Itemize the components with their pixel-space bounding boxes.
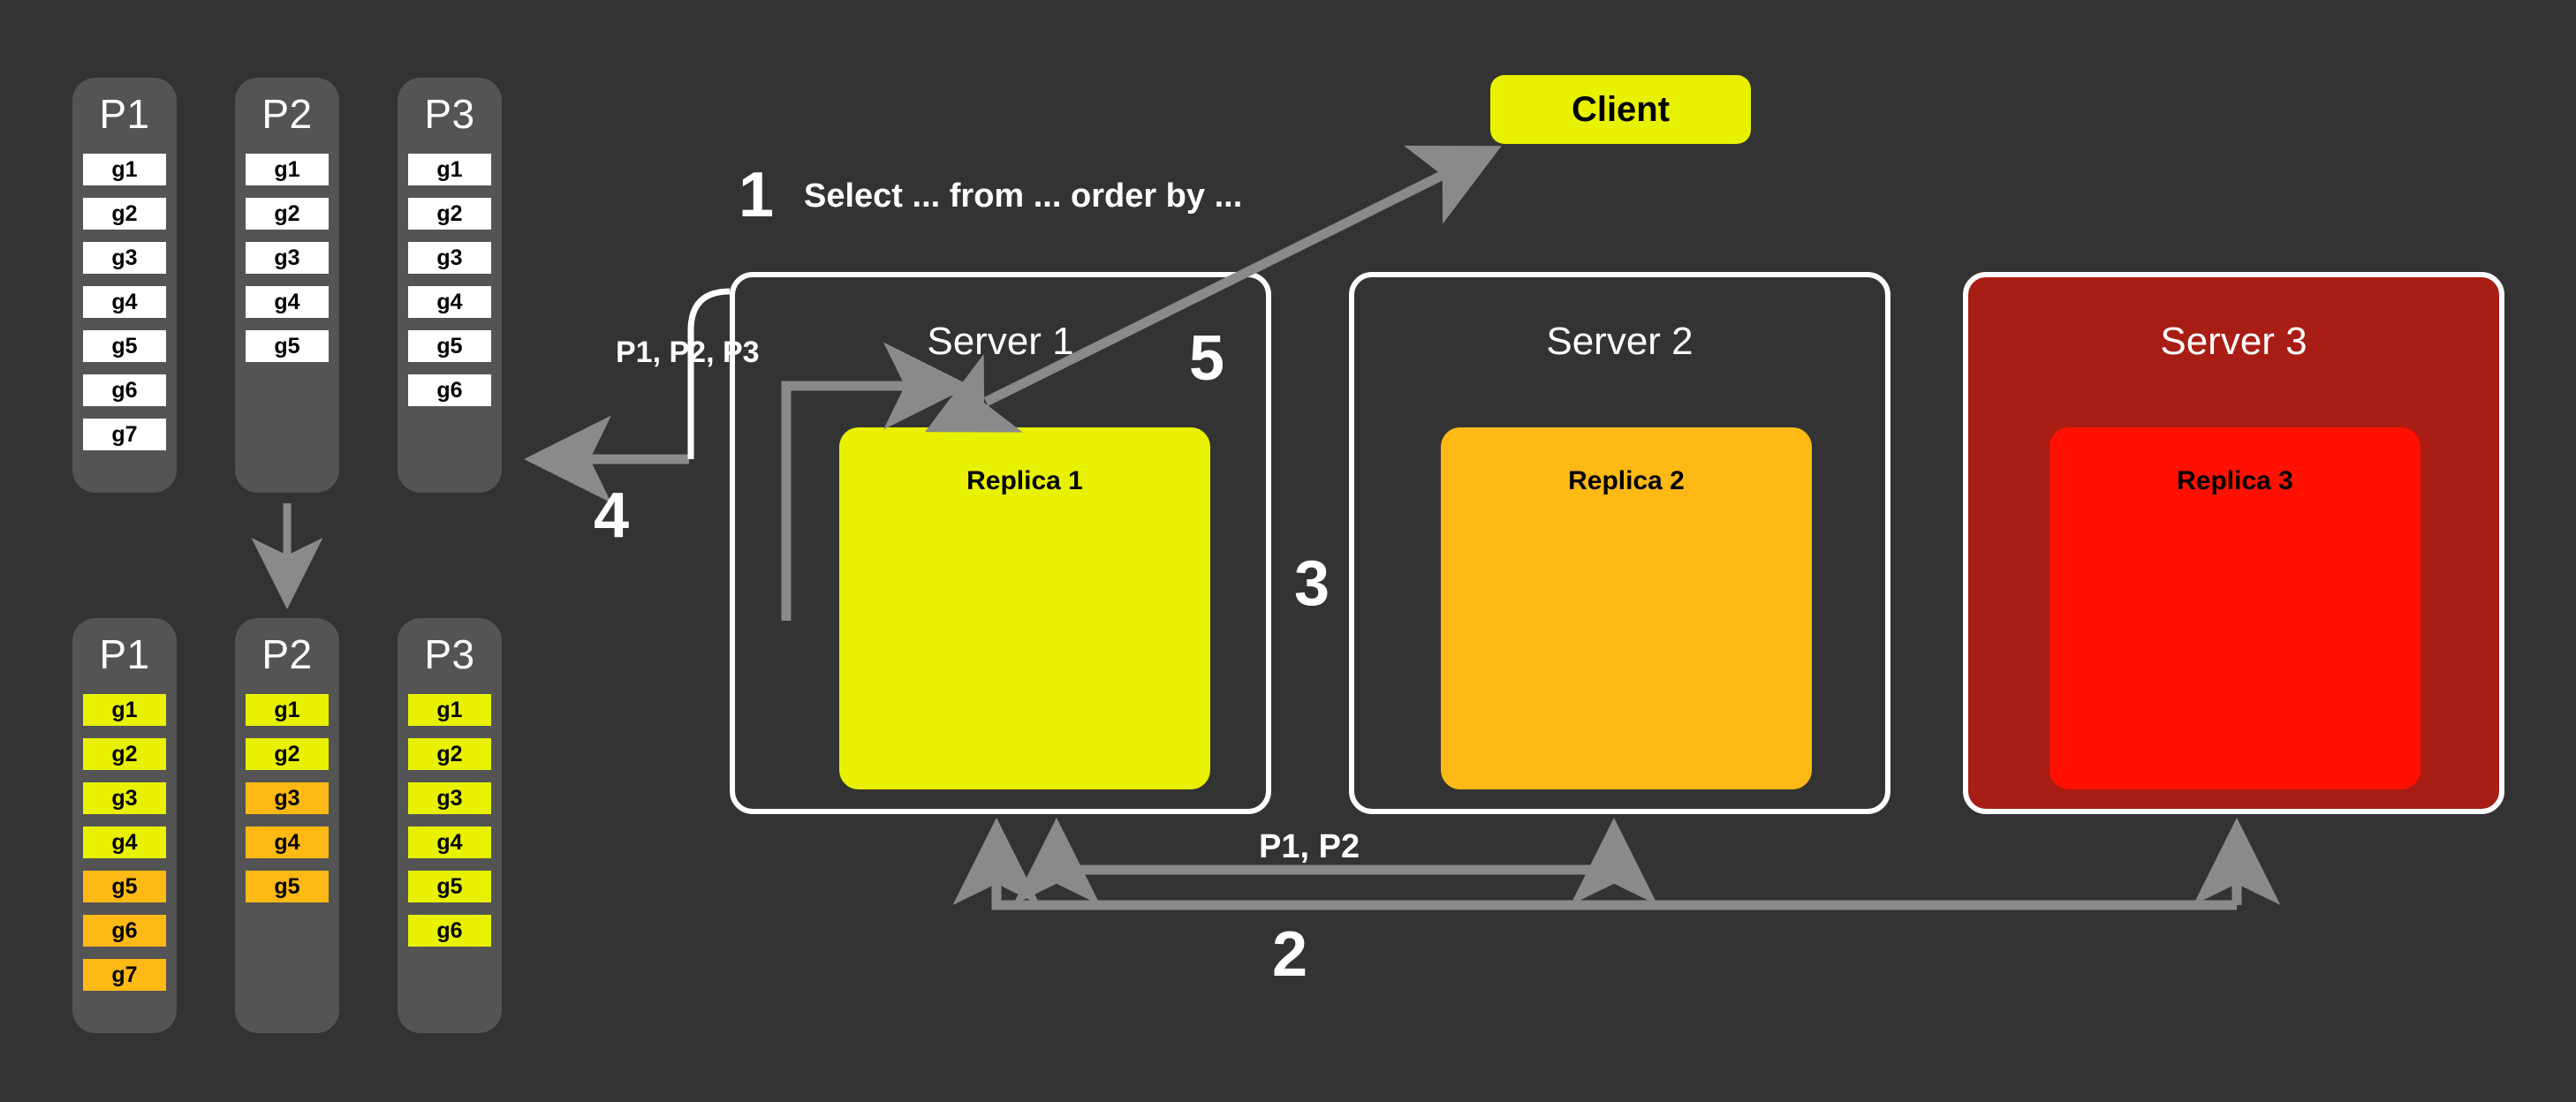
client-box[interactable]: Client [1490, 75, 1751, 144]
partition-cell: g2 [408, 738, 491, 770]
partition-cell: g7 [83, 419, 166, 450]
partition-bottom-p2: P2 g1 g2 g3 g4 g5 [235, 618, 339, 1033]
partition-cell: g2 [246, 738, 329, 770]
partition-title: P1 [99, 91, 150, 137]
server-title: Server 2 [1546, 320, 1693, 363]
replica-1-box[interactable]: Replica 1 [839, 427, 1210, 789]
partition-cell: g3 [83, 242, 166, 274]
replica-3-box[interactable]: Replica 3 [2049, 427, 2421, 789]
server-2-box[interactable]: Server 2 Replica 2 [1349, 272, 1890, 814]
partition-cell: g5 [83, 871, 166, 902]
partition-cell: g2 [246, 198, 329, 230]
partition-cell: g2 [83, 198, 166, 230]
partition-cell: g1 [246, 154, 329, 185]
partition-cell: g3 [408, 782, 491, 814]
partition-cell: g6 [83, 915, 166, 947]
query-label: Select ... from ... order by ... [804, 177, 1243, 215]
partition-cell: g3 [246, 242, 329, 274]
replica-label: Replica 2 [1568, 466, 1685, 495]
partition-cell: g4 [83, 826, 166, 858]
client-label: Client [1571, 89, 1671, 129]
partitions-all-label: P1, P2, P3 [616, 336, 760, 369]
partitions-remote-label: P1, P2 [1259, 828, 1360, 865]
partition-cell: g1 [408, 694, 491, 726]
replica-label: Replica 1 [966, 466, 1083, 495]
cell-stack: g1 g2 g3 g4 g5 g6 g7 [83, 694, 166, 1003]
cell-stack: g1 g2 g3 g4 g5 g6 g7 [83, 154, 166, 463]
arrow-partitions-feed-line [687, 288, 731, 459]
server-title: Server 3 [2160, 320, 2307, 363]
replica-2-box[interactable]: Replica 2 [1441, 427, 1812, 789]
partition-cell: g2 [83, 738, 166, 770]
cell-stack: g1 g2 g3 g4 g5 g6 [408, 154, 491, 419]
server-title: Server 1 [927, 320, 1074, 363]
partition-cell: g6 [83, 374, 166, 406]
step-number-5: 5 [1189, 323, 1225, 394]
partition-cell: g5 [83, 330, 166, 362]
partition-title: P2 [261, 91, 313, 137]
partition-cell: g2 [408, 198, 491, 230]
partition-cell: g4 [408, 286, 491, 318]
step-number-4: 4 [594, 480, 630, 551]
partition-title: P3 [424, 631, 475, 677]
partition-cell: g1 [408, 154, 491, 185]
partition-top-p2: P2 g1 g2 g3 g4 g5 [235, 78, 339, 493]
cell-stack: g1 g2 g3 g4 g5 [246, 154, 329, 374]
partition-cell: g5 [246, 871, 329, 902]
step-number-3: 3 [1294, 548, 1330, 619]
partition-cell: g5 [408, 871, 491, 902]
partition-bottom-p3: P3 g1 g2 g3 g4 g5 g6 [398, 618, 502, 1033]
partition-cell: g1 [246, 694, 329, 726]
partition-cell: g3 [246, 782, 329, 814]
replica-label: Replica 3 [2177, 466, 2293, 495]
partition-top-p3: P3 g1 g2 g3 g4 g5 g6 [398, 78, 502, 493]
partition-cell: g4 [246, 826, 329, 858]
arrow-server3-to-server1 [952, 818, 2237, 910]
partition-bottom-p1: P1 g1 g2 g3 g4 g5 g6 g7 [72, 618, 177, 1033]
partition-title: P1 [99, 631, 150, 677]
partition-cell: g3 [83, 782, 166, 814]
cell-stack: g1 g2 g3 g4 g5 [246, 694, 329, 915]
partition-cell: g7 [83, 959, 166, 991]
partition-cell: g4 [408, 826, 491, 858]
step-number-2: 2 [1272, 919, 1308, 990]
partition-cell: g5 [246, 330, 329, 362]
step-number-1: 1 [739, 160, 775, 230]
partition-title: P3 [424, 91, 475, 137]
partition-cell: g1 [83, 694, 166, 726]
partition-top-p1: P1 g1 g2 g3 g4 g5 g6 g7 [72, 78, 177, 493]
cell-stack: g1 g2 g3 g4 g5 g6 [408, 694, 491, 959]
server-3-box[interactable]: Server 3 Replica 3 [1963, 272, 2504, 814]
partition-cell: g6 [408, 915, 491, 947]
partition-cell: g3 [408, 242, 491, 274]
partition-cell: g1 [83, 154, 166, 185]
partition-cell: g6 [408, 374, 491, 406]
partition-cell: g4 [246, 286, 329, 318]
partition-cell: g5 [408, 330, 491, 362]
partition-cell: g4 [83, 286, 166, 318]
partition-title: P2 [261, 631, 313, 677]
